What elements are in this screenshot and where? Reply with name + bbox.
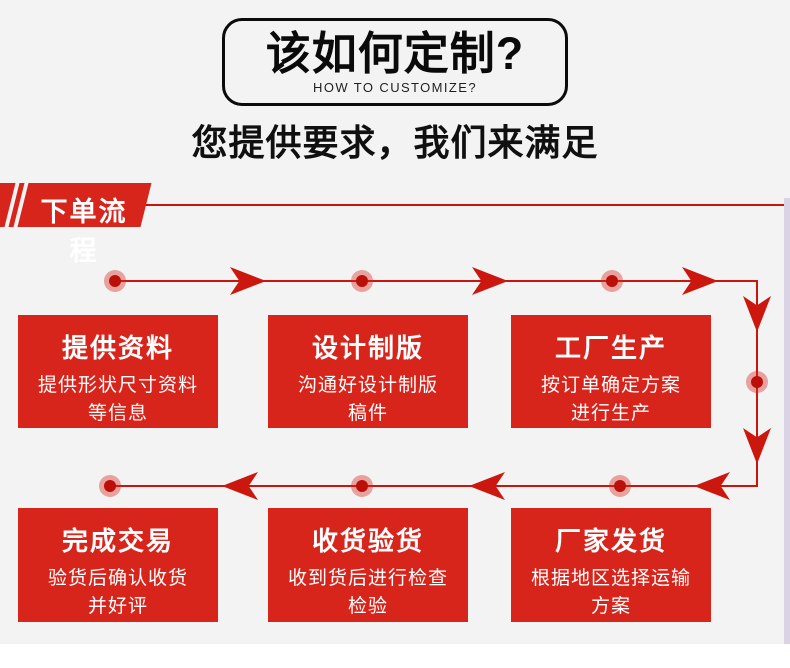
step-desc-line: 收到货后进行检查	[287, 567, 448, 589]
page-subtitle: HOW TO CUSTOMIZE?	[313, 79, 477, 95]
title-box: 该如何定制? HOW TO CUSTOMIZE?	[222, 18, 568, 106]
step-desc-line: 沟通好设计制版	[297, 374, 438, 396]
step-title: 完成交易	[61, 526, 174, 556]
flow-step-provide-info: 提供资料 提供形状尺寸资料 等信息	[18, 315, 218, 428]
flow-line-bottom	[108, 485, 758, 487]
tagline: 您提供要求，我们来满足	[191, 122, 599, 163]
process-banner: 下单流程	[0, 183, 790, 266]
flow-step-receive-inspect: 收货验货 收到货后进行检查 检验	[268, 508, 468, 622]
flow-dot	[601, 270, 623, 292]
step-desc-line: 根据地区选择运输	[530, 567, 691, 589]
flow-dot	[609, 475, 631, 497]
step-desc-line: 按订单确定方案	[540, 374, 681, 396]
flow-line-top	[113, 280, 758, 282]
flow-dot	[351, 270, 373, 292]
step-desc: 根据地区选择运输 方案	[511, 565, 711, 621]
step-desc-line: 稿件	[347, 402, 388, 424]
step-desc: 收到货后进行检查 检验	[268, 565, 468, 621]
step-desc-line: 等信息	[87, 402, 148, 424]
step-title: 工厂生产	[554, 333, 667, 363]
banner-label: 下单流程	[40, 197, 128, 266]
page-edge-strip	[784, 198, 790, 668]
step-title: 厂家发货	[554, 526, 667, 556]
flow-dot	[351, 475, 373, 497]
flow-dot-core	[109, 275, 121, 287]
flow-step-complete-transaction: 完成交易 验货后确认收货 并好评	[18, 508, 218, 622]
step-desc-line: 提供形状尺寸资料	[37, 374, 198, 396]
step-desc-line: 验货后确认收货	[47, 567, 188, 589]
step-desc: 验货后确认收货 并好评	[18, 565, 218, 621]
flow-dot	[746, 371, 768, 393]
step-desc: 按订单确定方案 进行生产	[511, 372, 711, 428]
flow-dot	[99, 475, 121, 497]
step-desc-line: 方案	[590, 595, 631, 617]
step-title: 提供资料	[61, 333, 174, 363]
bottom-white-strip	[0, 644, 790, 668]
flow-dot-core	[356, 275, 368, 287]
flow-step-design-plate: 设计制版 沟通好设计制版 稿件	[268, 315, 468, 428]
step-title: 收货验货	[311, 526, 424, 556]
step-desc-line: 并好评	[87, 595, 148, 617]
step-desc-line: 检验	[347, 595, 388, 617]
flow-dot	[104, 270, 126, 292]
flow-dot-core	[104, 480, 116, 492]
step-desc-line: 进行生产	[570, 402, 651, 424]
page-title: 该如何定制?	[265, 28, 525, 79]
flow-dot-core	[614, 480, 626, 492]
step-title: 设计制版	[311, 333, 424, 363]
flow-dot-core	[751, 376, 763, 388]
step-desc: 提供形状尺寸资料 等信息	[18, 372, 218, 428]
flow-step-manufacturer-ship: 厂家发货 根据地区选择运输 方案	[511, 508, 711, 622]
flow-step-factory-production: 工厂生产 按订单确定方案 进行生产	[511, 315, 711, 428]
banner-rule-line	[140, 204, 790, 206]
flow-dot-core	[356, 480, 368, 492]
step-desc: 沟通好设计制版 稿件	[268, 372, 468, 428]
flow-dot-core	[606, 275, 618, 287]
